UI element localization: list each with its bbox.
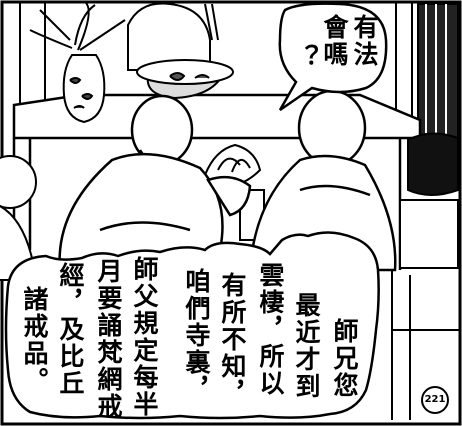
flower-vase <box>29 1 126 124</box>
page-number-badge: 221 <box>421 386 449 414</box>
bottom-bubble-line-2: 最近才到 <box>292 292 321 400</box>
top-bubble-line-3: ？ <box>290 44 319 71</box>
bottom-bubble-line-7: 月要誦梵網戒 <box>94 258 123 420</box>
bottom-bubble-line-9: 諸戒品。 <box>20 286 49 394</box>
top-bubble-line-2: 會嗎 <box>320 14 349 68</box>
floor <box>391 270 460 420</box>
bottom-speech-bubble <box>4 231 380 420</box>
top-bubble-line-1: 有法 <box>350 14 379 68</box>
bowl-stand <box>399 132 459 269</box>
bottom-bubble-line-6: 師父規定每半 <box>130 256 159 418</box>
censer <box>127 2 234 100</box>
bottom-bubble-line-4: 有所不知， <box>218 272 247 407</box>
bottom-bubble-line-5: 咱們寺裏， <box>182 268 211 403</box>
monk-left <box>58 94 252 272</box>
bottom-bubble-line-8: 經，及比丘 <box>56 262 85 397</box>
top-speech-bubble <box>278 2 388 112</box>
bottom-bubble-line-1: 師兄您 <box>330 318 359 399</box>
bottom-bubble-line-3: 雲棲，所以 <box>256 262 285 397</box>
